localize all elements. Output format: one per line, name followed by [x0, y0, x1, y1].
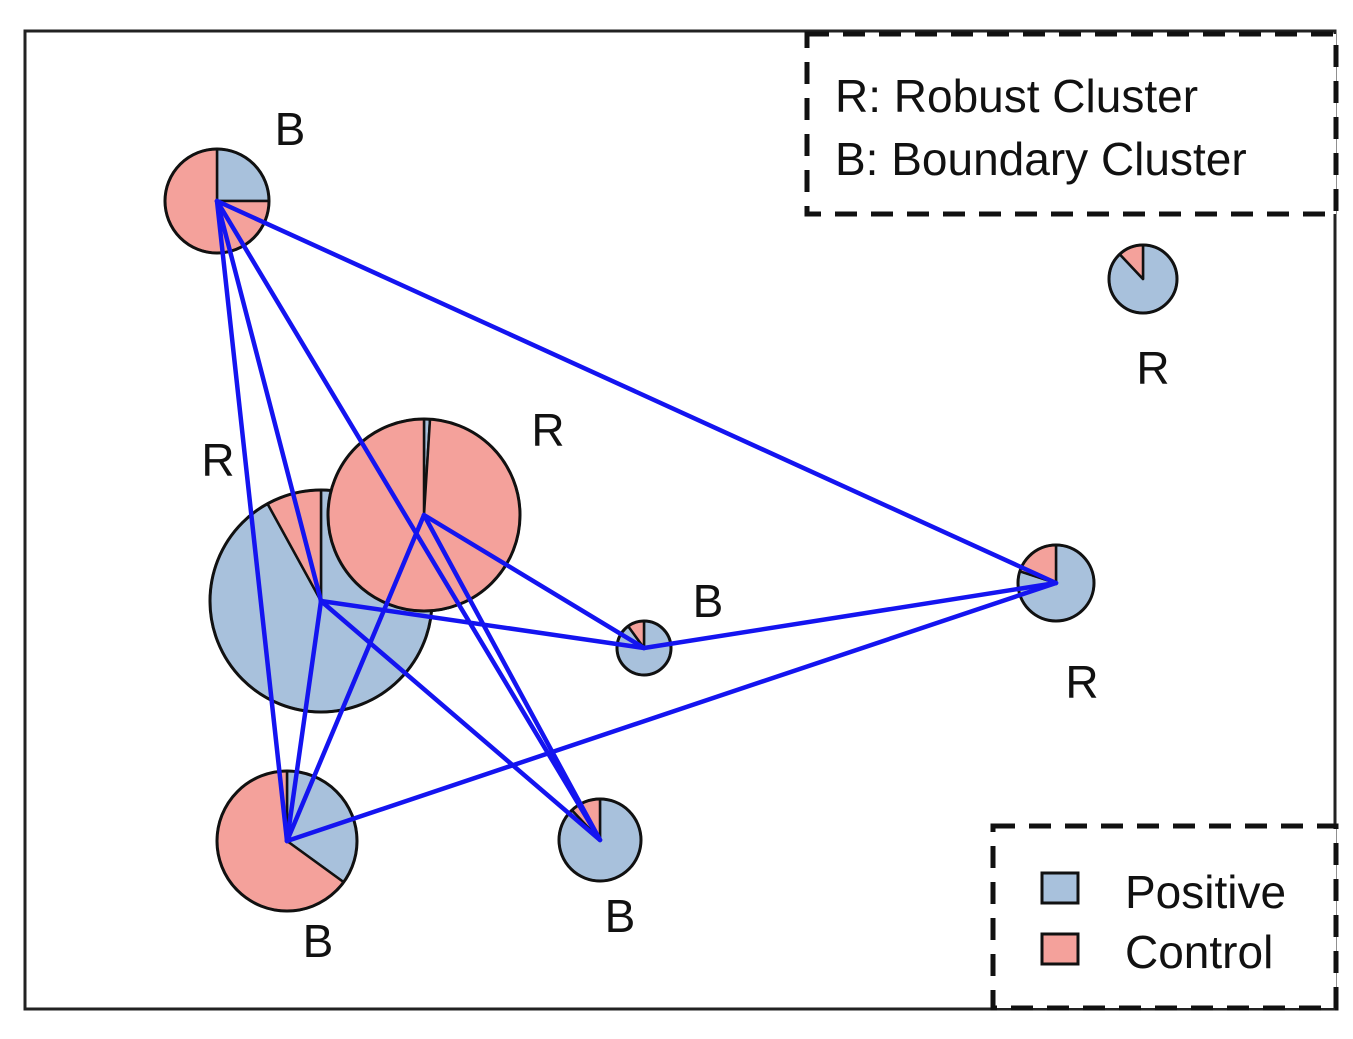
edge-c3-c8	[421, 512, 603, 843]
edge-c6-c7	[284, 580, 1059, 844]
color-legend-box	[990, 823, 1339, 1011]
cluster-label-c8: B	[605, 890, 636, 942]
edge-c1-c7	[214, 198, 290, 844]
cluster-pie-c1	[163, 147, 271, 255]
cluster-label-c2: R	[201, 434, 234, 486]
pie-outline	[615, 619, 673, 677]
positive-legend-label: Positive	[1125, 866, 1286, 918]
pie-outline	[557, 797, 643, 883]
cluster-label-c6: R	[1065, 656, 1098, 708]
cluster-label-c7: B	[303, 915, 334, 967]
edge-c1-c2	[214, 198, 324, 604]
cluster-label-c1: B	[275, 103, 306, 155]
plot-frame	[23, 29, 1337, 1011]
pie-outline	[1016, 543, 1096, 623]
pie-outline	[163, 147, 271, 255]
pie-outline	[326, 417, 522, 613]
edge-c1-c8	[214, 198, 603, 843]
edges-layer	[214, 198, 1059, 844]
robust-cluster-key: R: Robust Cluster	[835, 70, 1198, 122]
edge-c3-c7	[284, 512, 427, 844]
cluster-type-key-box	[804, 31, 1339, 217]
positive-swatch	[1040, 871, 1080, 905]
nodes-layer	[163, 147, 1179, 913]
edge-c2-c7	[284, 598, 324, 844]
pie-outline	[215, 769, 359, 913]
edge-c2-c8	[318, 598, 603, 843]
control-legend-label: Control	[1125, 926, 1273, 978]
edge-c1-c6	[214, 198, 1059, 586]
cluster-label-c4: R	[1136, 342, 1169, 394]
control-swatch	[1040, 932, 1080, 966]
cluster-label-c3: R	[531, 404, 564, 456]
cluster-pie-c4	[1107, 243, 1179, 315]
cluster-type-key: R: Robust Cluster B: Boundary Cluster	[804, 31, 1339, 217]
cluster-label-c5: B	[693, 575, 724, 627]
boundary-cluster-key: B: Boundary Cluster	[835, 133, 1247, 185]
pie-outline	[1107, 243, 1179, 315]
labels-layer: R R B B B R R B	[201, 103, 1169, 967]
edge-c2-c5	[318, 598, 647, 651]
color-legend: Positive Control	[990, 823, 1339, 1011]
edge-c3-c5	[421, 512, 647, 651]
edge-c5-c6	[641, 580, 1059, 651]
